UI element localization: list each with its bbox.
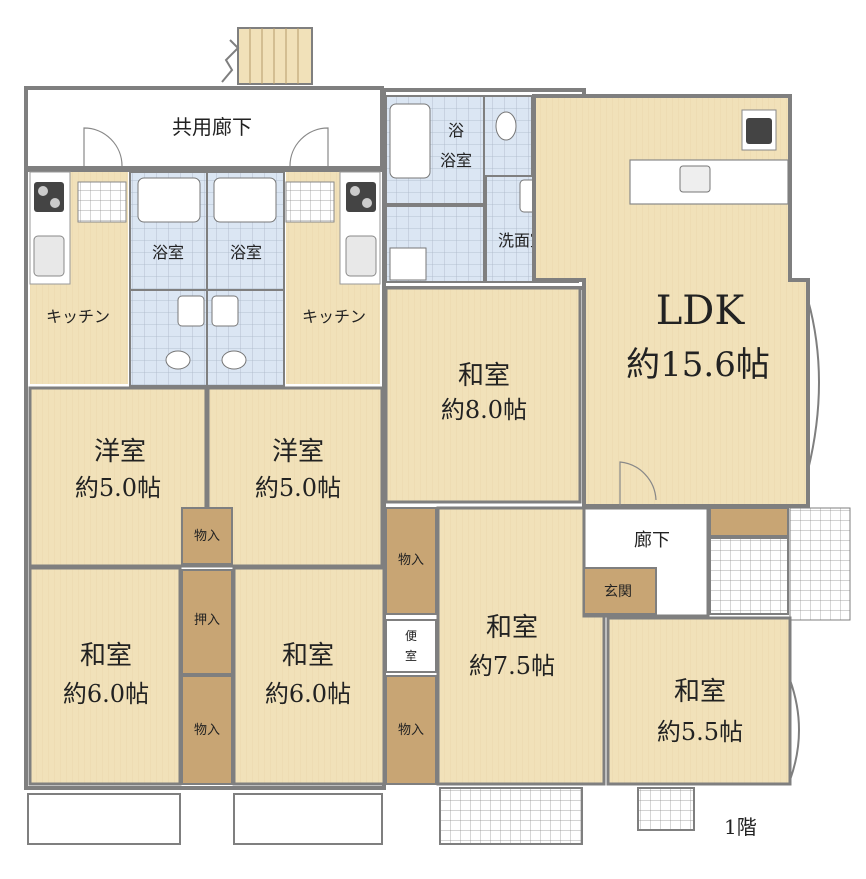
washitsu-55-label: 和室 xyxy=(674,677,726,707)
bath-top-right-label-1: 浴 xyxy=(448,121,464,140)
storage-2-label: 押入 xyxy=(194,613,220,628)
bath-block: 浴室 浴室 xyxy=(129,171,285,387)
washitsu-75-size: 約7.5帖 xyxy=(469,652,555,680)
storage-column: 物入 押入 物入 物入 物入 便 室 xyxy=(181,507,437,785)
youshitsu-left-size: 約5.0帖 xyxy=(75,474,161,502)
youshitsu-left: 洋室 約5.0帖 xyxy=(28,386,208,568)
toilet-label-top: 便 xyxy=(405,629,417,643)
washitsu-75-label: 和室 xyxy=(486,613,538,643)
washitsu-6-right-size: 約6.0帖 xyxy=(265,680,351,708)
washitsu-75: 和室 約7.5帖 xyxy=(436,506,606,786)
storage-5-label: 物入 xyxy=(398,723,424,738)
balconies xyxy=(27,787,695,845)
youshitsu-left-label: 洋室 xyxy=(94,437,146,467)
bath-left-label: 浴室 xyxy=(152,243,184,262)
kitchen-right-label: キッチン xyxy=(302,307,366,326)
washitsu-8-label: 和室 xyxy=(458,361,510,391)
youshitsu-right-label: 洋室 xyxy=(272,437,324,467)
ldk: LDK 約15.6帖 xyxy=(532,96,820,508)
shared-corridor: 共用廊下 xyxy=(28,90,380,167)
washitsu-55: 和室 約5.5帖 xyxy=(606,616,800,786)
hallway-label: 廊下 xyxy=(634,530,670,551)
staircase xyxy=(221,27,313,85)
youshitsu-right-size: 約5.0帖 xyxy=(255,474,341,502)
storage-4-label: 物入 xyxy=(398,553,424,568)
hallway: 廊下 玄関 xyxy=(582,506,851,621)
bath-top-right-label-2: 浴室 xyxy=(440,151,472,170)
storage-3-label: 物入 xyxy=(194,723,220,738)
washitsu-6-right: 和室 約6.0帖 xyxy=(232,566,386,786)
youshitsu-right: 洋室 約5.0帖 xyxy=(206,386,384,568)
entrance-label: 玄関 xyxy=(604,583,632,600)
washitsu-55-size: 約5.5帖 xyxy=(657,718,743,746)
ldk-label: LDK xyxy=(656,288,746,334)
washitsu-6-right-label: 和室 xyxy=(282,641,334,671)
kitchen-left: キッチン xyxy=(29,171,128,384)
kitchen-left-label: キッチン xyxy=(46,307,110,326)
storage-1-label: 物入 xyxy=(194,529,220,544)
washitsu-8-size: 約8.0帖 xyxy=(441,396,527,424)
toilet-label-bottom: 室 xyxy=(405,648,417,663)
washitsu-8: 和室 約8.0帖 xyxy=(384,286,582,504)
washitsu-6-left: 和室 約6.0帖 xyxy=(28,566,182,786)
shared-corridor-label: 共用廊下 xyxy=(172,115,252,139)
washitsu-6-left-label: 和室 xyxy=(80,641,132,671)
floor-label: 1階 xyxy=(724,815,757,839)
ldk-size: 約15.6帖 xyxy=(626,345,770,385)
washitsu-6-left-size: 約6.0帖 xyxy=(63,680,149,708)
kitchen-right: キッチン xyxy=(285,171,381,384)
bath-mid-label: 浴室 xyxy=(230,243,262,262)
